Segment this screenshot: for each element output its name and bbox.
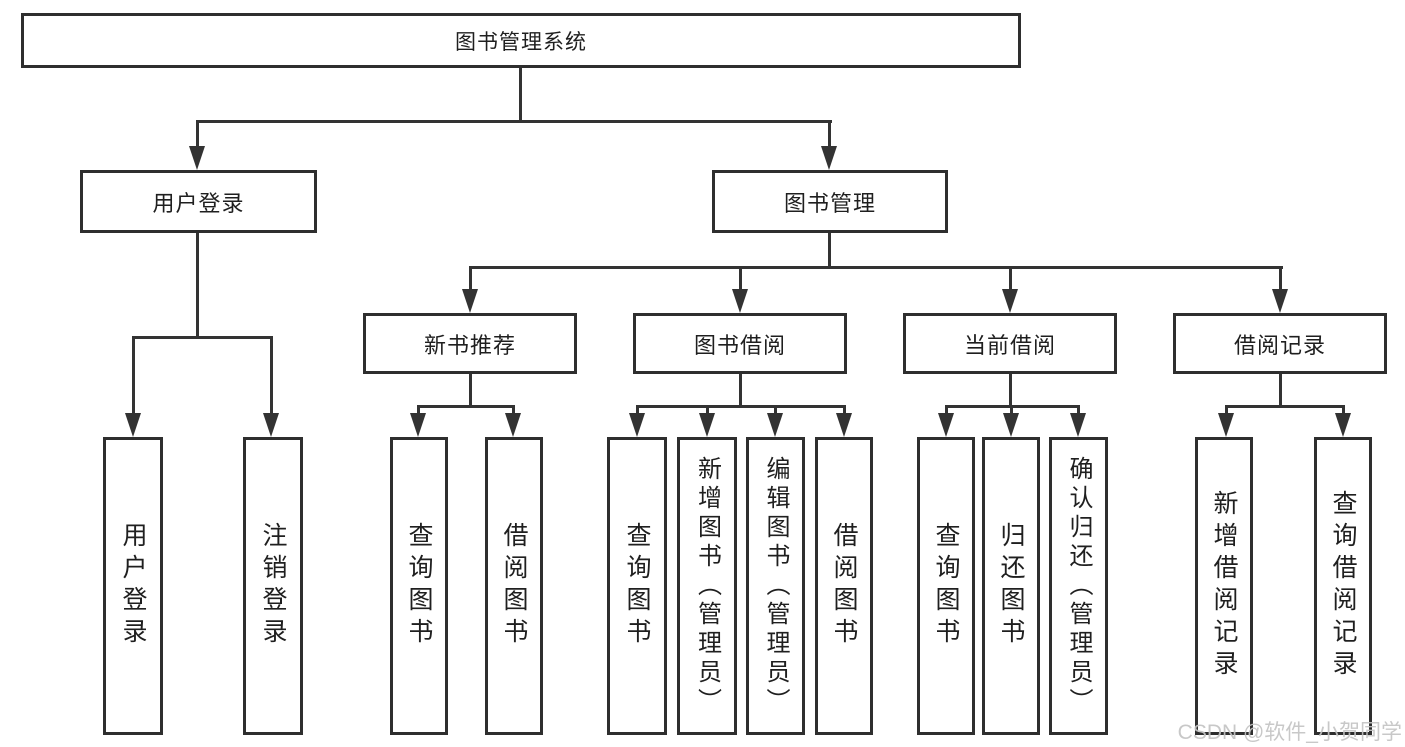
leaf-br-add-record: 新增借阅记录	[1195, 437, 1253, 735]
node-current-borrow: 当前借阅	[903, 313, 1117, 374]
arrow-into-cb-confirm	[1070, 413, 1086, 437]
arrow-into-book-borrow	[732, 289, 748, 313]
arrow-into-new-book	[462, 289, 478, 313]
connector-to-book-borrow	[739, 266, 742, 291]
connector-to-cb-query	[945, 405, 948, 414]
leaf-cb-query-book: 查询图书	[917, 437, 975, 735]
arrow-into-br-query	[1335, 413, 1351, 437]
arrow-into-bb-borrow	[836, 413, 852, 437]
connector-borrow-record-stem	[1279, 374, 1282, 407]
leaf-cb-return-book: 归还图书	[982, 437, 1040, 735]
node-book-borrow: 图书借阅	[633, 313, 847, 374]
node-root-library-system: 图书管理系统	[21, 13, 1021, 68]
leaf-logout: 注销登录	[243, 437, 303, 735]
connector-to-br-query	[1342, 405, 1345, 414]
leaf-nb-query-book: 查询图书	[390, 437, 448, 735]
connector-to-leaf-logout	[270, 336, 273, 414]
leaf-bb-borrow-book: 借阅图书	[815, 437, 873, 735]
connector-to-bb-query	[636, 405, 639, 414]
connector-book-management-stem	[828, 233, 831, 268]
leaf-br-query-record: 查询借阅记录	[1314, 437, 1372, 735]
connector-to-leaf-user-login	[132, 336, 135, 414]
arrow-into-borrow-record	[1272, 289, 1288, 313]
arrow-into-cb-query	[938, 413, 954, 437]
connector-to-borrow-record	[1279, 266, 1282, 291]
arrow-into-bb-query	[629, 413, 645, 437]
node-new-book-recommend: 新书推荐	[363, 313, 577, 374]
arrow-into-bb-edit	[767, 413, 783, 437]
node-book-management: 图书管理	[712, 170, 948, 233]
arrow-into-cb-return	[1003, 413, 1019, 437]
leaf-cb-confirm-return-admin: 确认归还（管理员）	[1049, 437, 1108, 735]
connector-new-book-stem	[469, 374, 472, 407]
csdn-watermark: CSDN @软件_小贺同学	[1177, 721, 1402, 744]
arrow-into-leaf-logout	[263, 413, 279, 437]
arrow-into-bb-add	[699, 413, 715, 437]
leaf-user-login: 用户登录	[103, 437, 163, 735]
arrow-into-nb-borrow	[505, 413, 521, 437]
connector-to-bb-add	[706, 405, 709, 414]
arrow-into-book-management	[821, 146, 837, 170]
connector-to-bb-borrow	[843, 405, 846, 414]
connector-current-borrow-stem	[1009, 374, 1012, 407]
connector-l3-branch	[469, 266, 1283, 269]
connector-borrow-record-branch	[1225, 405, 1344, 408]
leaf-bb-query-book: 查询图书	[607, 437, 667, 735]
connector-user-login-stem	[196, 233, 199, 338]
connector-to-book-management	[828, 120, 831, 148]
connector-to-user-login	[196, 120, 199, 148]
connector-to-new-book	[469, 266, 472, 291]
connector-to-current-borrow	[1009, 266, 1012, 291]
connector-to-bb-edit	[774, 405, 777, 414]
connector-to-cb-return	[1010, 405, 1013, 414]
connector-to-nb-query	[417, 405, 420, 414]
node-borrow-record: 借阅记录	[1173, 313, 1387, 374]
arrow-into-leaf-user-login	[125, 413, 141, 437]
connector-root-stem	[519, 68, 522, 122]
arrow-into-user-login	[189, 146, 205, 170]
leaf-nb-borrow-book: 借阅图书	[485, 437, 543, 735]
connector-book-borrow-branch	[636, 405, 846, 408]
connector-to-nb-borrow	[512, 405, 515, 414]
connector-new-book-branch	[417, 405, 515, 408]
connector-book-borrow-stem	[739, 374, 742, 407]
connector-user-login-branch	[132, 336, 272, 339]
arrow-into-nb-query	[410, 413, 426, 437]
node-user-login: 用户登录	[80, 170, 317, 233]
arrow-into-current-borrow	[1002, 289, 1018, 313]
leaf-bb-add-book-admin: 新增图书（管理员）	[677, 437, 737, 735]
connector-to-cb-confirm	[1077, 405, 1080, 414]
arrow-into-br-add	[1218, 413, 1234, 437]
connector-to-br-add	[1225, 405, 1228, 414]
connector-l2-branch	[196, 120, 832, 123]
leaf-bb-edit-book-admin: 编辑图书（管理员）	[746, 437, 805, 735]
